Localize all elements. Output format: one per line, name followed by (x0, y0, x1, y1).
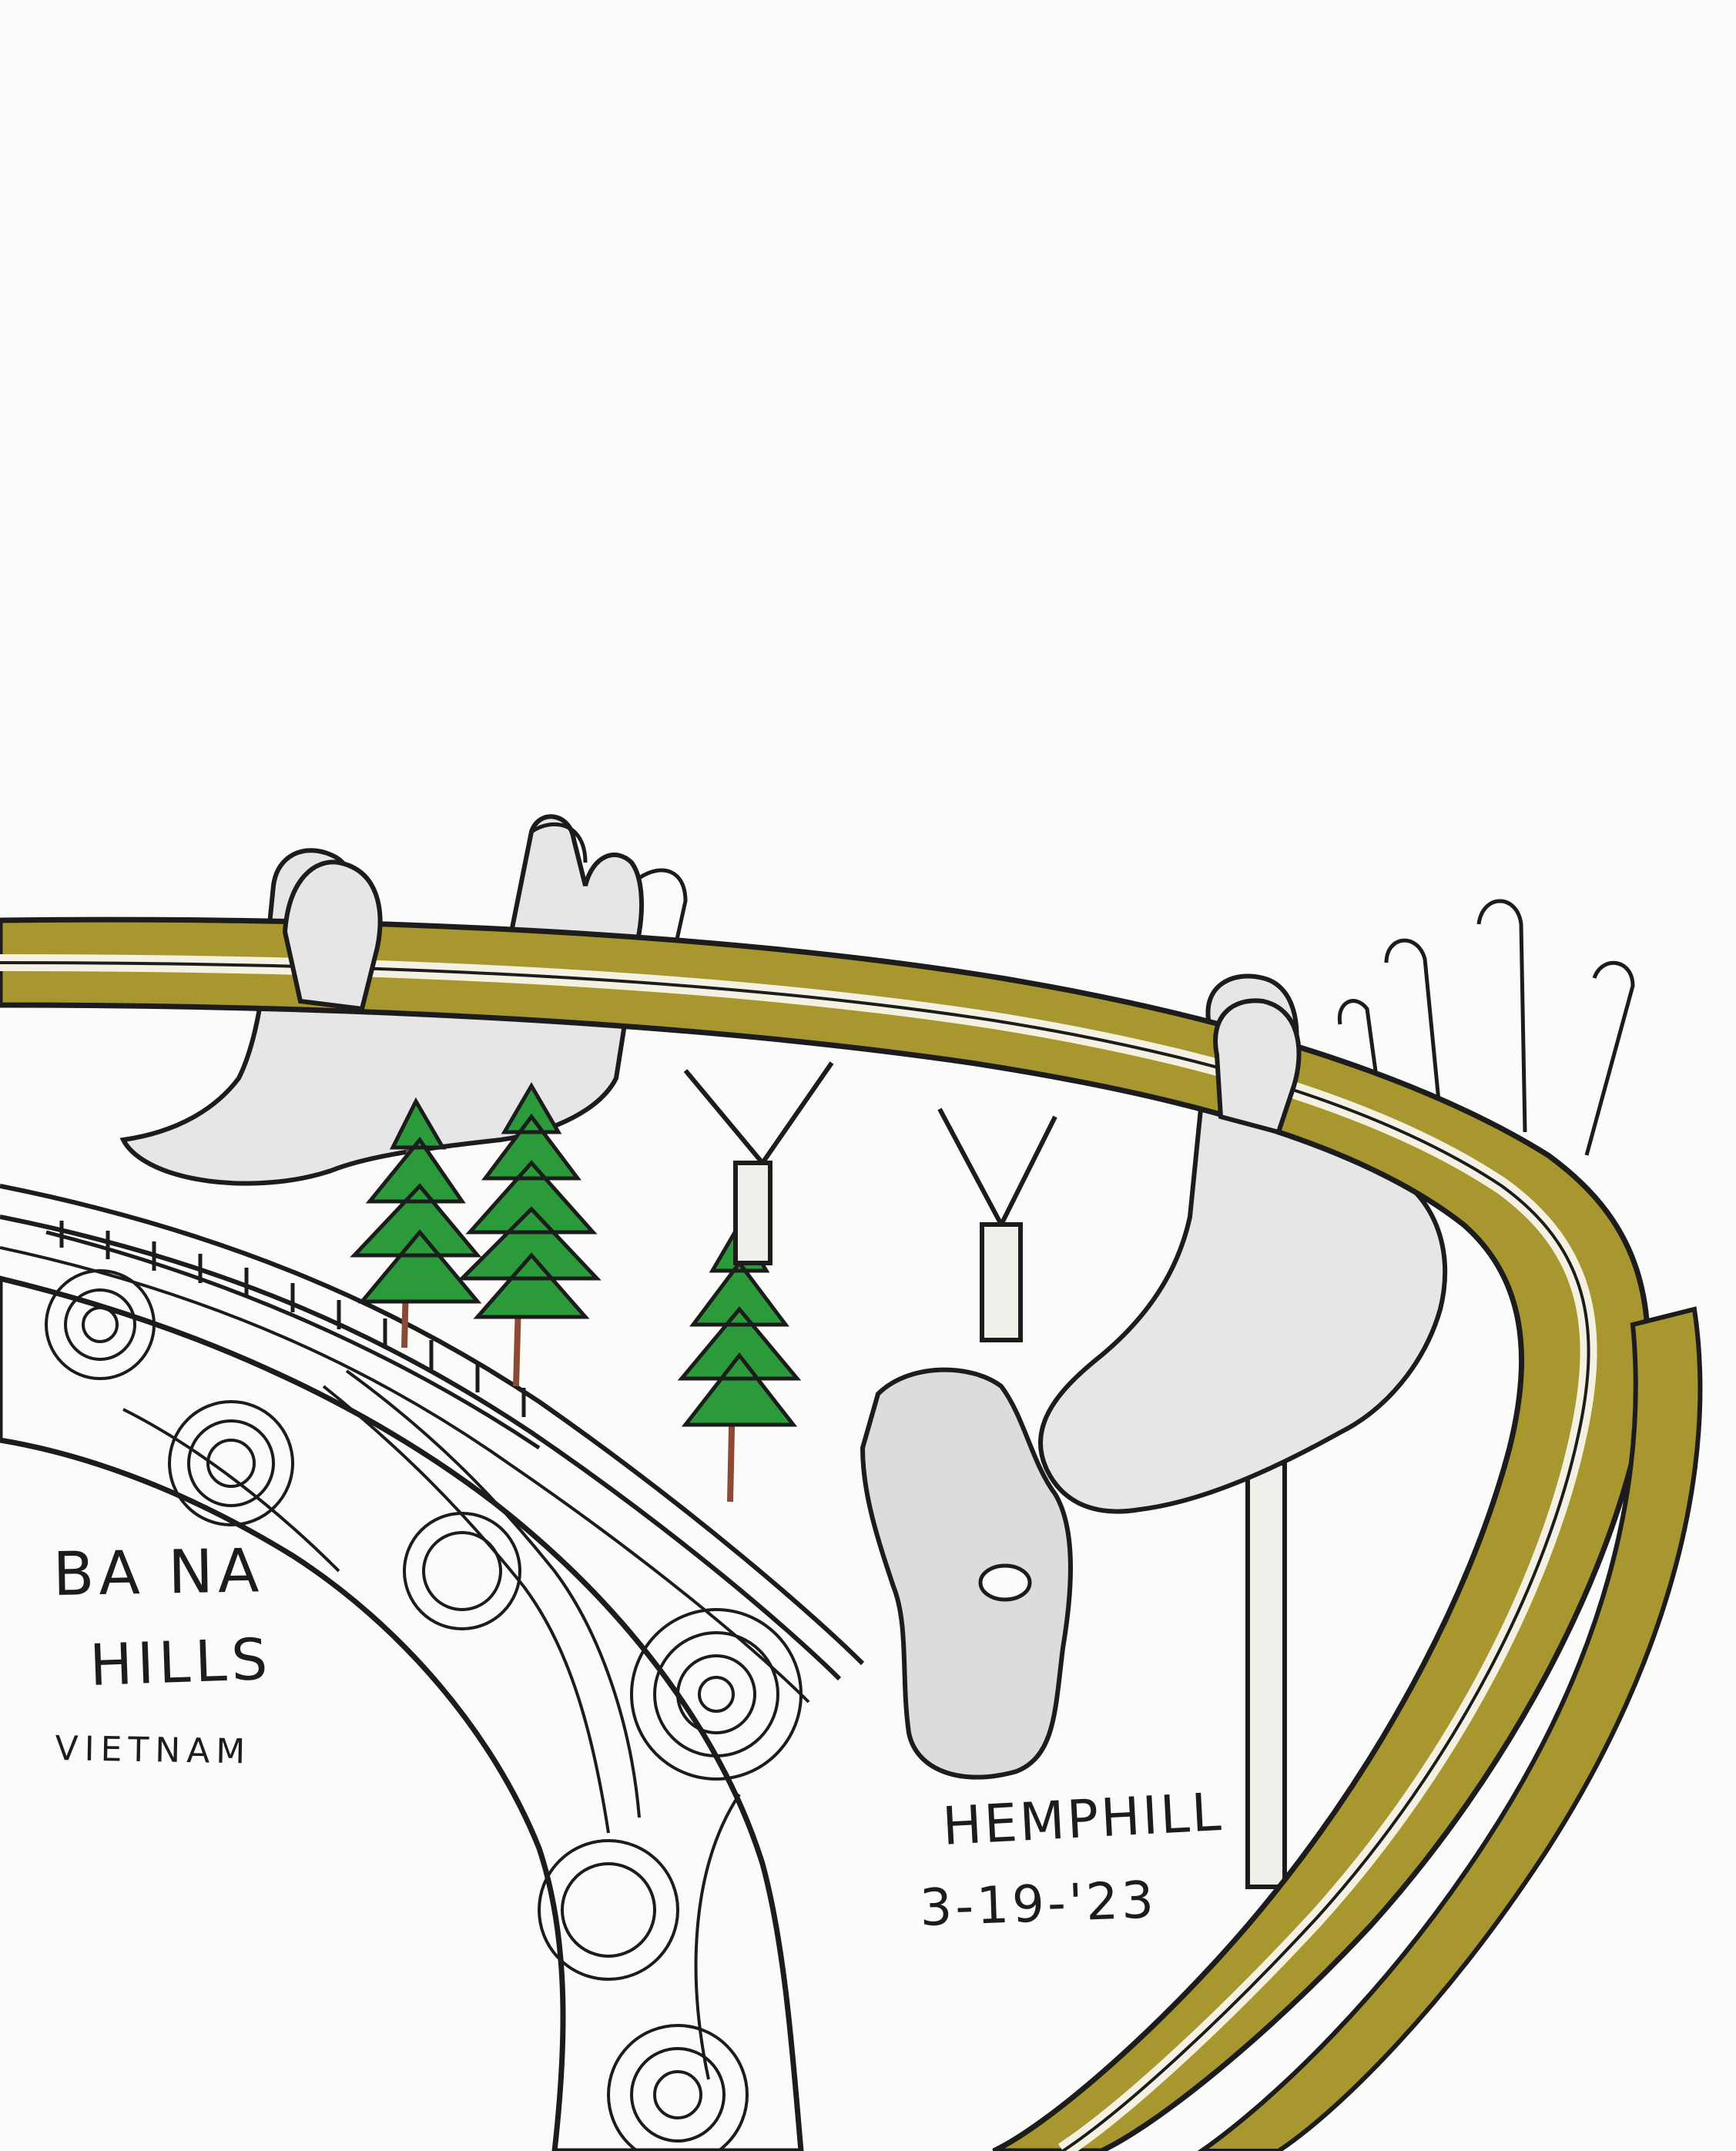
location-subtitle: VIETNAM (55, 1729, 252, 1772)
date-text: 3-19-'23 (919, 1870, 1158, 1938)
pine-tree-1 (350, 1097, 482, 1349)
mosaic-walkway (0, 1269, 804, 2151)
pine-tree-2 (457, 1082, 602, 1387)
golden-bridge-rail (0, 916, 1651, 2151)
pine-tree-3 (677, 1221, 802, 1503)
back-hand-thumb (282, 859, 383, 1012)
front-hand-thumb (1213, 998, 1302, 1135)
rock-formation (860, 1367, 1073, 1780)
title-line-2: HILLS (89, 1626, 273, 1699)
support-pillars (683, 1061, 1287, 1889)
signature-text: HEMPHILL (941, 1782, 1225, 1858)
title-line-1: BA NA (52, 1536, 264, 1610)
artist-signature: HEMPHILL 3-19-'23 (919, 1782, 1225, 1938)
pine-trees (350, 1082, 802, 1503)
golden-bridge-outer-band (1197, 1306, 1703, 2151)
walkway-railing (45, 1221, 541, 1450)
